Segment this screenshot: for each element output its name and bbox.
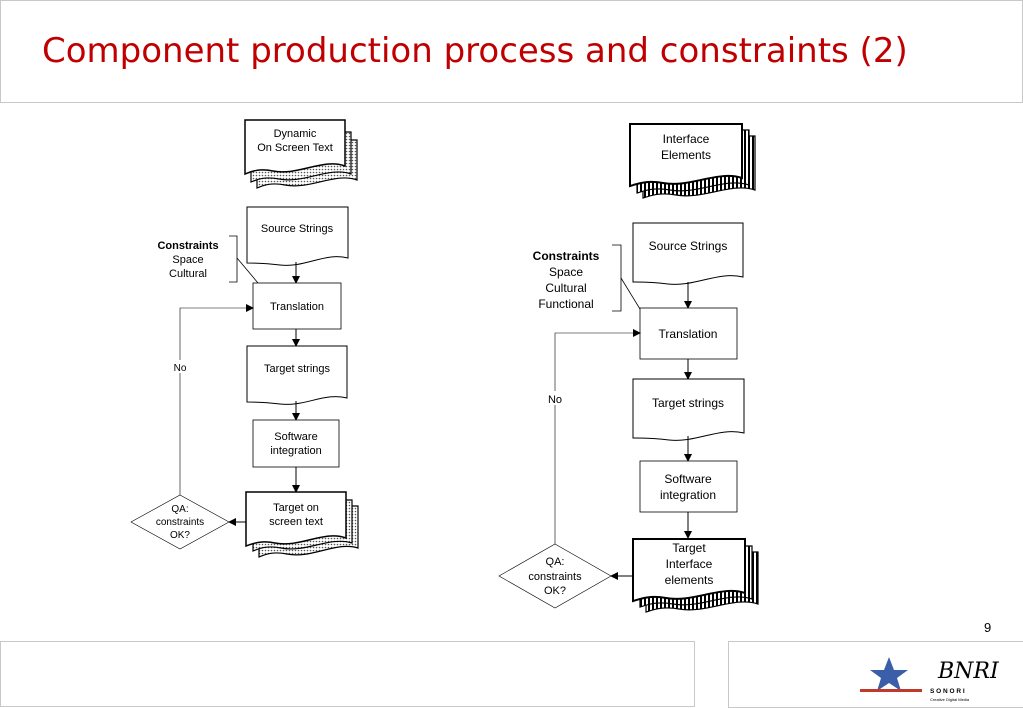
right-target-strings-doc: Target strings: [632, 378, 745, 441]
right-target-doc-line-2: Interface: [666, 557, 713, 571]
right-target-strings-label: Target strings: [652, 396, 724, 410]
left-translation-label: Translation: [270, 301, 324, 313]
right-no-label: No: [548, 394, 562, 406]
left-qa-line-2: constraints: [156, 517, 204, 528]
right-qa-line-2: constraints: [528, 571, 582, 583]
left-flow: Dynamic On Screen Text Source Strings Co…: [130, 119, 359, 558]
left-target-doc-line-2: screen text: [269, 516, 323, 528]
footer-right-panel: [728, 641, 1023, 708]
title-bar: Component production process and constra…: [0, 0, 1023, 103]
right-target-doc-line-3: elements: [665, 573, 714, 587]
logo-underline: [860, 689, 922, 692]
left-no-label: No: [174, 363, 187, 374]
right-constraint-space: Space: [549, 265, 583, 279]
brand-script: BNRI: [937, 659, 1000, 684]
left-target-document: Target on screen text: [245, 491, 359, 558]
right-source-strings-doc: Source Strings: [632, 222, 744, 285]
right-software-line-1: Software: [664, 472, 712, 486]
left-source-document: Dynamic On Screen Text: [244, 119, 358, 189]
left-source-doc-line-1: Dynamic: [274, 128, 317, 140]
slide-title: Component production process and constra…: [42, 31, 908, 71]
right-qa-line-1: QA:: [546, 556, 565, 568]
left-software-line-2: integration: [270, 445, 321, 457]
left-constraints-note: Constraints Space Cultural: [157, 235, 259, 284]
right-constraints-note: Constraints Space Cultural Functional: [533, 244, 641, 312]
left-source-strings-doc: Source Strings: [246, 206, 349, 266]
left-target-strings-doc: Target strings: [246, 345, 348, 405]
sonori-logo: BNRI S O N O R I Creative Digital Media: [860, 657, 1000, 702]
right-source-document: Interface Elements: [629, 123, 756, 199]
right-source-strings-label: Source Strings: [649, 239, 728, 253]
right-constraint-functional: Functional: [538, 297, 593, 311]
right-software-integration-box: Software integration: [639, 460, 738, 513]
left-translation-box: Translation: [252, 282, 342, 330]
page-number: 9: [984, 620, 992, 635]
brand-tagline: Creative Digital Media: [930, 697, 970, 702]
left-constraint-space: Space: [172, 254, 203, 266]
right-software-line-2: integration: [660, 488, 716, 502]
right-source-doc-line-2: Elements: [661, 148, 711, 162]
left-constraints-title: Constraints: [157, 240, 218, 252]
right-target-document: Target Interface elements: [632, 538, 759, 613]
left-software-line-1: Software: [274, 431, 317, 443]
right-constraint-cultural: Cultural: [545, 281, 586, 295]
right-translation-label: Translation: [659, 327, 718, 341]
right-qa-diamond: QA: constraints OK?: [498, 543, 612, 609]
right-source-doc-line-1: Interface: [663, 132, 710, 146]
star-icon: [870, 657, 908, 691]
right-flow: Interface Elements Source Strings Constr…: [498, 123, 759, 613]
left-source-strings-label: Source Strings: [261, 223, 334, 235]
left-qa-diamond: QA: constraints OK?: [130, 494, 230, 550]
left-qa-line-3: OK?: [170, 530, 190, 541]
left-source-doc-line-2: On Screen Text: [257, 142, 333, 154]
left-constraint-cultural: Cultural: [169, 268, 207, 280]
right-qa-line-3: OK?: [544, 585, 566, 597]
brand-word: S O N O R I: [930, 688, 965, 695]
left-software-integration-box: Software integration: [252, 419, 340, 468]
footer-left-panel: [0, 641, 695, 707]
right-target-doc-line-1: Target: [672, 541, 706, 555]
right-constraints-title: Constraints: [533, 249, 600, 263]
right-translation-box: Translation: [639, 307, 738, 360]
left-qa-line-1: QA:: [171, 504, 188, 515]
left-target-strings-label: Target strings: [264, 363, 331, 375]
left-target-doc-line-1: Target on: [273, 502, 319, 514]
